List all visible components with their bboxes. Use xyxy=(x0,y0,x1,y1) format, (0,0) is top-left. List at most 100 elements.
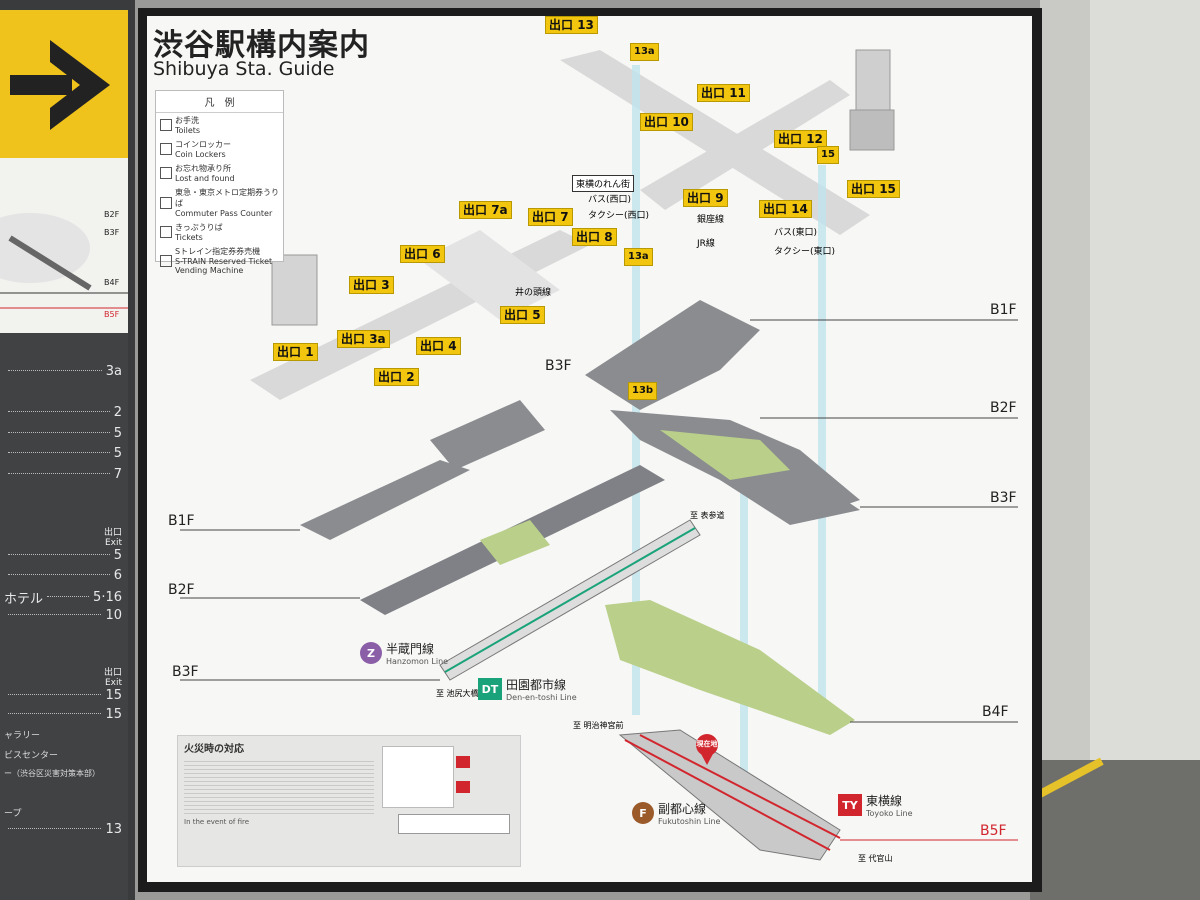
exit-badge: 出口 10 xyxy=(640,113,693,131)
exit-list-row: 2 xyxy=(4,405,122,420)
exit-badge: 出口 7 xyxy=(528,208,573,226)
lost-found-icon xyxy=(160,167,172,179)
exit-list-row: 5 xyxy=(4,426,122,441)
current-location-pin xyxy=(696,734,718,756)
exit-badge: 出口 7a xyxy=(459,201,512,219)
exit-badge: 13a xyxy=(624,248,653,266)
adjacent-exit-list xyxy=(0,333,128,900)
floor-label: B3F xyxy=(545,358,572,374)
den-en-toshi-line-icon: DT xyxy=(478,678,502,700)
locker-icon xyxy=(160,143,172,155)
elevator-shaft xyxy=(818,165,826,705)
exit-badge: 出口 12 xyxy=(774,130,827,148)
building xyxy=(271,254,318,326)
toyoko-line-icon: TY xyxy=(838,794,862,816)
tokyu-noren-label: 東横のれん街 xyxy=(572,175,635,192)
exit-list-row: 15 xyxy=(4,707,122,722)
fire-notice-diagram xyxy=(382,746,454,808)
direction-daikanyama: 至 代官山 xyxy=(858,854,893,863)
current-location-label: 現在地 xyxy=(696,740,718,748)
adjacent-floor-b2f: B2F xyxy=(104,210,120,219)
exit-badge: 15 xyxy=(817,146,839,164)
exit-list-row: 13 xyxy=(4,822,122,837)
exit-badge: 出口 4 xyxy=(416,337,461,355)
adjacent-map-fragment: B2F B3F B4F B5F xyxy=(0,158,128,333)
adjacent-floor-b5f: B5F xyxy=(104,310,120,319)
exit-badge: 出口 11 xyxy=(697,84,750,102)
exit-badge: 出口 9 xyxy=(683,189,728,207)
concourse-b4f xyxy=(605,600,855,735)
platform-b5f xyxy=(618,729,841,861)
exit-list-row: 3a xyxy=(4,364,122,379)
adjacent-floor-b3f: B3F xyxy=(104,228,120,237)
jr-line-label: JR線 xyxy=(697,239,715,249)
inokashira-line-label: 井の頭線 xyxy=(515,288,552,298)
floor-label: B4F xyxy=(982,704,1009,720)
exit-list-row: 6 xyxy=(4,568,122,583)
exit-badge: 出口 3 xyxy=(349,276,394,294)
exit-badge: 出口 13 xyxy=(545,16,598,34)
taxi-east-label: タクシー(東口) xyxy=(774,247,836,257)
direction-omotesando: 至 表参道 xyxy=(690,511,725,520)
track-line xyxy=(444,527,696,673)
exit-badge: 13a xyxy=(630,43,659,61)
facility-label: ー（渋谷区災害対策本部） xyxy=(4,769,100,778)
platform-area xyxy=(660,430,790,480)
floor-label: B5F xyxy=(980,823,1007,839)
building xyxy=(849,109,895,151)
track-line xyxy=(639,734,841,839)
building xyxy=(855,49,891,111)
hanzomon-line-icon: Z xyxy=(360,642,382,664)
concourse-b3f-east xyxy=(720,480,860,525)
right-arrow-icon xyxy=(10,40,110,130)
fire-notice: 火災時の対応 In the event of fire xyxy=(177,735,521,867)
track-line xyxy=(624,739,831,851)
sos-icon xyxy=(456,756,470,768)
bus-east-label: バス(東口) xyxy=(774,228,818,238)
exit-badge: 出口 2 xyxy=(374,368,419,386)
ginza-line-label: 銀座線 xyxy=(697,215,725,225)
direction-sign-yellow xyxy=(0,10,128,158)
bus-west-label: バス(西口) xyxy=(588,195,632,205)
floor-label: B1F xyxy=(168,513,195,529)
concourse-b1f xyxy=(430,400,545,470)
exit-list-row: 7 xyxy=(4,467,122,482)
exit-badge: 13b xyxy=(628,382,658,400)
direction-meiji: 至 明治神宮前 xyxy=(573,721,624,730)
exit-list-row: 5 xyxy=(4,548,122,563)
exit-list-row: 5 xyxy=(4,446,122,461)
fukutoshin-line-icon: F xyxy=(632,802,654,824)
extinguisher-icon xyxy=(456,781,470,793)
exit-badge: 出口 1 xyxy=(273,343,318,361)
exit-badge: 出口 5 xyxy=(500,306,545,324)
platform-diagram xyxy=(398,814,510,834)
exit-badge: 出口 6 xyxy=(400,245,445,263)
platform-area xyxy=(480,520,550,565)
floor-label: B1F xyxy=(990,302,1017,318)
toilet-icon xyxy=(160,119,172,131)
ticket-icon xyxy=(160,226,172,238)
fire-notice-en-heading: In the event of fire xyxy=(184,818,250,826)
scramble-crossing xyxy=(420,230,560,320)
floor-label: B3F xyxy=(990,490,1017,506)
station-wall-panel xyxy=(1090,0,1200,900)
floor-label: B2F xyxy=(168,582,195,598)
floor-label: B2F xyxy=(990,400,1017,416)
elevator-shaft xyxy=(740,490,748,790)
facility-label: ープ xyxy=(4,809,22,819)
sign-title-en: Shibuya Sta. Guide xyxy=(153,58,335,80)
floor-label: B3F xyxy=(172,664,199,680)
